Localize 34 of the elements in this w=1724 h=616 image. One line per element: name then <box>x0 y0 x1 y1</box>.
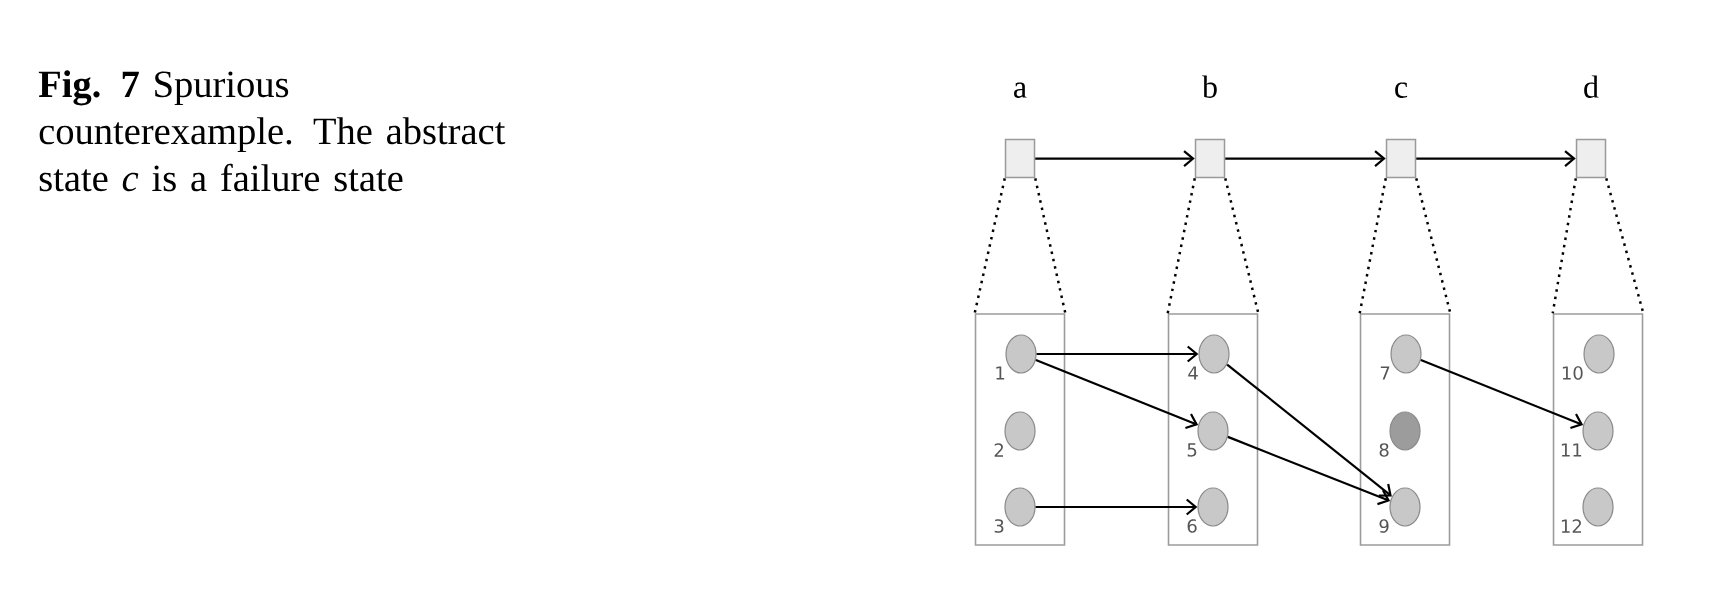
state-number: 5 <box>1187 443 1197 457</box>
state-number: 8 <box>1379 443 1389 457</box>
group-box <box>1167 313 1259 546</box>
arrow <box>1225 150 1386 167</box>
state-number: 9 <box>1379 519 1389 533</box>
state-number: 7 <box>1380 366 1390 380</box>
state-number: 3 <box>994 519 1004 533</box>
state-number: 4 <box>1188 366 1198 380</box>
state-label: a <box>1014 82 1027 98</box>
state-label: b <box>1202 75 1217 98</box>
arrow <box>1420 358 1584 430</box>
state-number: 11 <box>1561 443 1582 457</box>
arrow <box>1035 358 1199 430</box>
group-box <box>1552 313 1644 546</box>
dotted-line <box>1551 177 1645 315</box>
state-label: c <box>1395 82 1408 98</box>
state-number: 2 <box>994 443 1003 457</box>
state-number: 6 <box>1187 519 1197 533</box>
arrow <box>1226 363 1392 497</box>
state-number: 12 <box>1561 519 1581 533</box>
state-label: d <box>1584 75 1599 98</box>
dotted-line <box>1166 177 1260 315</box>
group-box <box>1359 313 1451 546</box>
group-box <box>974 313 1066 546</box>
dotted-line <box>973 177 1067 315</box>
arrow <box>1035 150 1195 167</box>
state-number: 1 <box>996 366 1005 380</box>
state-number: 10 <box>1562 366 1583 380</box>
dotted-line <box>1358 177 1452 315</box>
arrow <box>1036 345 1199 363</box>
arrow <box>1416 150 1576 167</box>
arrow <box>1035 498 1198 516</box>
arrow <box>1227 435 1391 506</box>
caption: Fig. 7 Spurious counterexample. The abstract state c is a failure state <box>38 70 506 192</box>
